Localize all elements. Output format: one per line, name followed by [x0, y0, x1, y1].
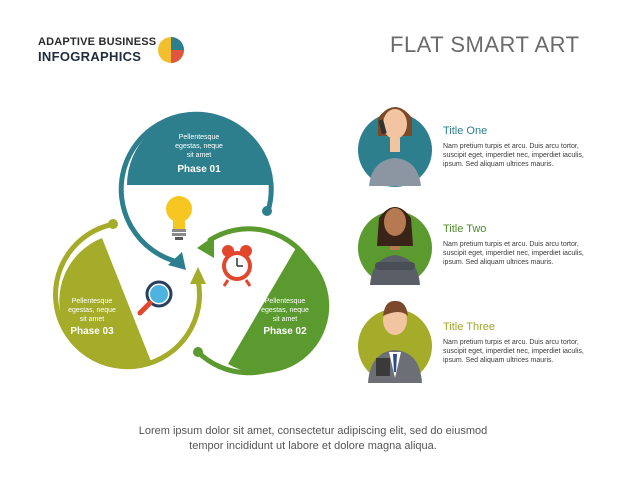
card-desc-two: Nam pretium turpis et arcu. Duis arcu to…	[443, 241, 584, 266]
phase-03-slice	[59, 238, 152, 369]
pie-logo-icon	[158, 37, 184, 63]
phase-03-ring-dot	[108, 219, 118, 229]
phase-02-arrowhead	[197, 236, 214, 258]
phase-03-text: Pellentesque egestas, neque sit amet	[68, 298, 116, 323]
phase-02-ring-dot	[193, 347, 203, 357]
page-title: FLAT SMART ART	[390, 32, 580, 57]
brand-line1: ADAPTIVE BUSINESS	[38, 36, 157, 48]
lightbulb-icon	[166, 196, 192, 240]
card-title-three: Title Three	[443, 321, 495, 333]
phase-02-slice	[228, 248, 330, 374]
phase-01-arrowhead	[168, 252, 186, 270]
footer-text: Lorem ipsum dolor sit amet, consectetur …	[138, 425, 488, 452]
phase-01-halfdisc	[127, 113, 271, 185]
woman-phone-avatar	[358, 107, 432, 187]
woman-arms-crossed-avatar	[358, 207, 432, 285]
card-title-two: Title Two	[443, 223, 487, 235]
card-title-one: Title One	[443, 125, 488, 137]
man-tablet-avatar	[358, 300, 432, 383]
brand-line2: INFOGRAPHICS	[38, 49, 142, 64]
card-desc-one: Nam pretium turpis et arcu. Duis arcu to…	[443, 143, 584, 168]
phase-01-ring-dot	[262, 206, 272, 216]
phase-01-text: Pellentesque egestas, neque sit amet	[175, 134, 223, 159]
phase-03-arrowhead	[190, 267, 206, 284]
phase-02-label: Phase 02	[263, 326, 307, 337]
phase-02-text: Pellentesque egestas, neque sit amet	[261, 298, 309, 323]
magnifier-icon	[137, 280, 173, 316]
card-desc-three: Nam pretium turpis et arcu. Duis arcu to…	[443, 339, 584, 364]
alarm-clock-icon	[222, 245, 252, 287]
phase-03-label: Phase 03	[70, 326, 114, 337]
phase-01-label: Phase 01	[177, 164, 221, 175]
